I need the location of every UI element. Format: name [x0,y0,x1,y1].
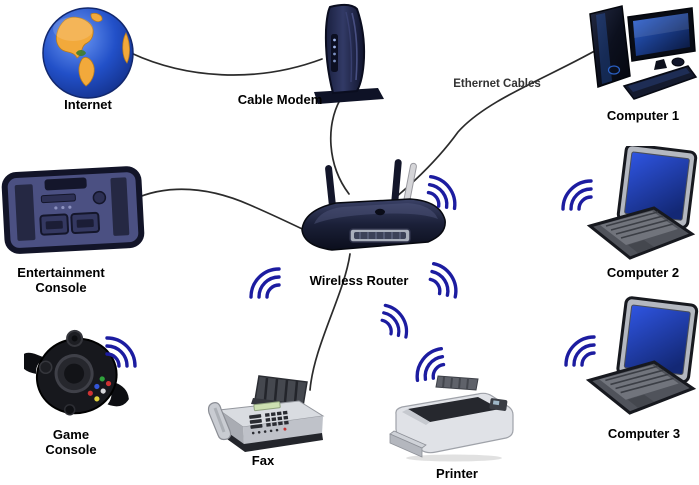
cable-modem-icon [314,3,384,104]
internet-globe-icon [42,7,134,99]
printer-label: Printer [436,466,478,481]
computer2-label: Computer 2 [606,265,680,280]
router-antenna-right [391,159,402,205]
wifi-signal-icon [415,347,446,383]
wireless-router-icon [301,159,446,251]
wifi-signal-icon [105,336,137,368]
wifi-signal-icon [561,179,593,211]
cable-router-to-fax [309,253,351,391]
computer1-label: Computer 1 [606,108,680,123]
cable-console-to-router [112,188,318,237]
internet-label: Internet [64,97,112,112]
entertainment-console-label: Entertainment Console [17,265,105,296]
game-console-label: Game Console [45,427,97,458]
computer2-laptop-icon [586,146,698,260]
wifi-signal-icon [426,175,457,211]
wifi-signal-icon [564,335,596,367]
fax-label: Fax [251,453,275,468]
entertainment-console-icon [1,166,145,254]
wifi-signal-icon [428,262,458,299]
router-antenna-left [325,165,336,209]
cable-modem-label: Cable Modem [237,92,323,107]
ethernet-cables-label: Ethernet Cables [453,78,541,90]
wireless-router-label: Wireless Router [309,273,409,288]
wifi-signal-icon [380,303,409,339]
computer1-desktop-icon [589,5,698,100]
printer-icon [389,375,514,462]
cable-modem-to-router [329,99,350,195]
wifi-signal-icon [249,267,281,299]
cable-internet-to-modem [130,52,323,76]
game-console-icon [24,329,129,416]
computer3-label: Computer 3 [607,426,681,441]
fax-machine-icon [207,375,325,452]
computer3-laptop-icon [585,296,699,415]
cable-computer1-to-router [376,43,608,213]
